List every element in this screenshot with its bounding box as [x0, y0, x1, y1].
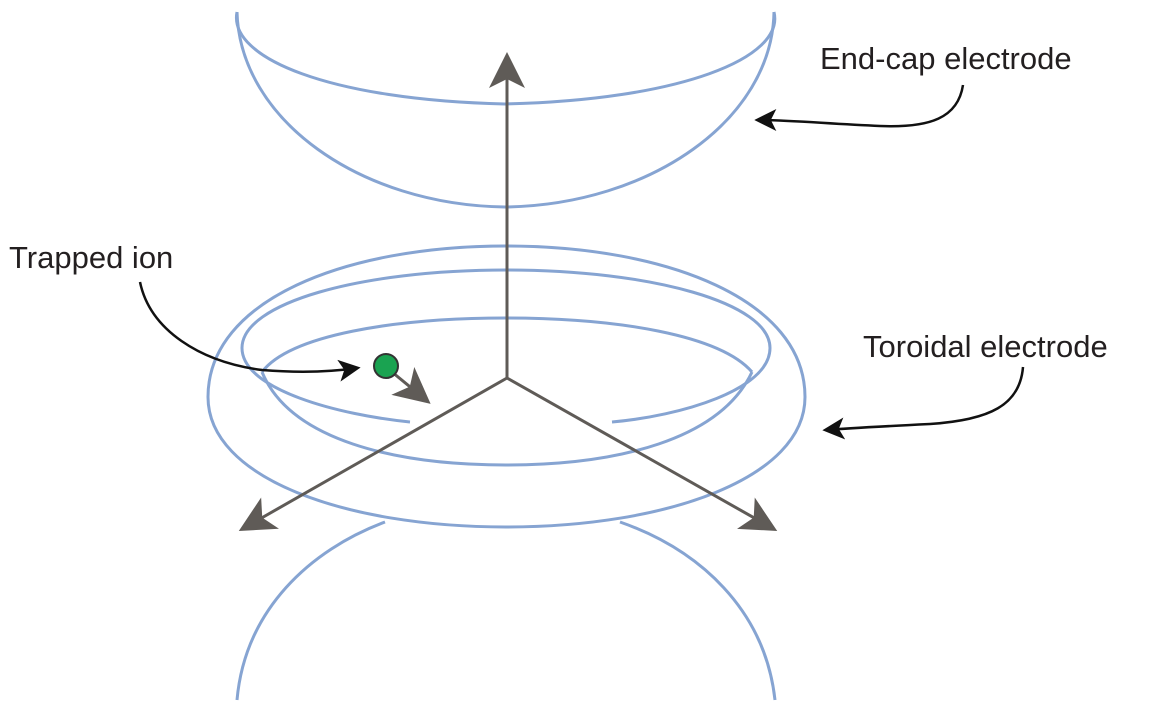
ion-motion-arrow: [391, 367, 431, 404]
toroidal-electrode-label: Toroidal electrode: [863, 329, 1108, 364]
end-cap-pointer: [754, 84, 965, 132]
top-end-cap-electrode: [234, 11, 777, 209]
y-axis: [506, 376, 778, 531]
x-axis: [238, 376, 508, 531]
bottom-end-cap-electrode: [235, 520, 777, 701]
trapped-ion-pointer: [138, 281, 361, 382]
toroidal-pointer: [822, 366, 1025, 440]
pointer-arrows: [138, 84, 1025, 440]
toroidal-inner-front-rim: [260, 371, 754, 467]
coordinate-axes: [238, 52, 778, 531]
toroidal-inner-bottom: [240, 347, 411, 424]
toroidal-inner-bottom-right: [611, 347, 772, 424]
trapped-ion: [373, 353, 431, 404]
top-end-cap-rim: [234, 11, 777, 106]
ion-icon: [373, 353, 399, 379]
top-end-cap-bowl: [235, 11, 776, 209]
toroidal-outer-front: [206, 396, 807, 529]
bottom-end-cap-right: [619, 520, 777, 701]
end-cap-electrode-label: End-cap electrode: [820, 41, 1072, 76]
trapped-ion-label: Trapped ion: [9, 240, 173, 275]
bottom-end-cap-left: [235, 520, 386, 701]
